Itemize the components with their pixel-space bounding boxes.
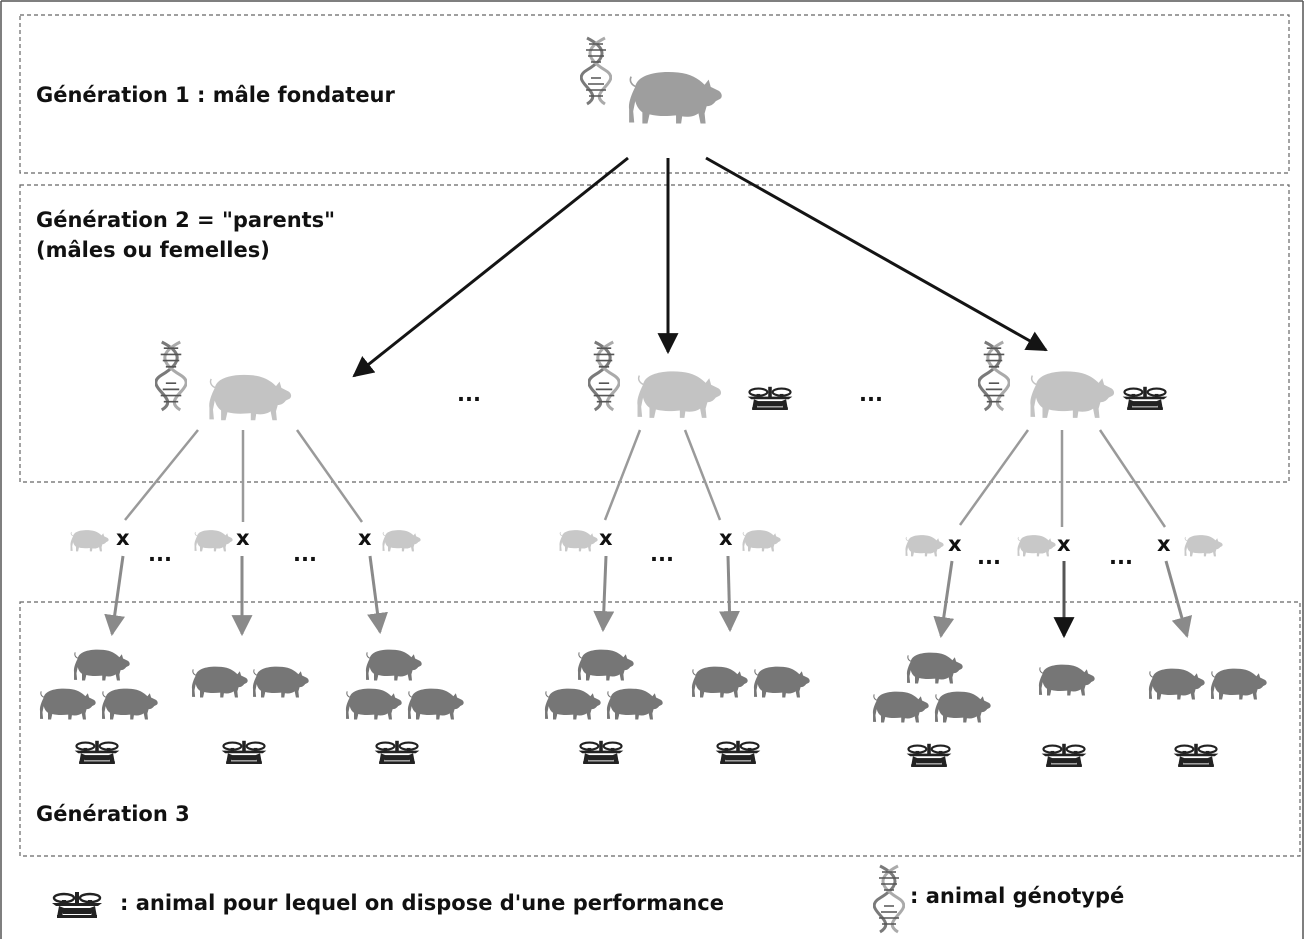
scale-icon [73, 739, 121, 765]
offspring-pig-icon [1210, 668, 1268, 701]
mate-pig-icon [1017, 534, 1056, 557]
scale-icon [746, 385, 794, 411]
mate-pig-icon [559, 529, 598, 552]
generation-3-label: Génération 3 [36, 802, 190, 826]
offspring-pig-icon [407, 688, 465, 721]
mate-pig-icon [194, 529, 233, 552]
cross-symbol: x [1157, 532, 1171, 556]
offspring-pig-icon [365, 649, 423, 682]
dna-helix-icon [580, 36, 612, 106]
scale-icon [1040, 742, 1088, 768]
dna-helix-icon [978, 340, 1010, 412]
scale-icon [1172, 742, 1220, 768]
offspring-pig-icon [906, 652, 964, 685]
generation-2-sublabel: (mâles ou femelles) [36, 238, 270, 262]
ellipsis: ... [859, 382, 883, 406]
offspring-pig-icon [753, 666, 811, 699]
offspring-pig-icon [577, 649, 635, 682]
dna-helix-icon [588, 340, 620, 412]
offspring-pig-icon [872, 691, 930, 724]
generation-3-panel [19, 601, 1301, 857]
legend-genotyped-text: : animal génotypé [910, 884, 1125, 908]
generation-2-panel [19, 184, 1290, 483]
arrow-cross-to-litter-6 [933, 560, 955, 639]
dna-helix-icon [155, 340, 187, 412]
scale-icon [714, 739, 762, 765]
scale-icon [373, 739, 421, 765]
legend-dna-helix-icon [873, 864, 905, 934]
offspring-pig-icon [934, 691, 992, 724]
legend-performance-text: : animal pour lequel on dispose d'une pe… [120, 891, 724, 915]
ellipsis: ... [457, 382, 481, 406]
cross-symbol: x [358, 526, 372, 550]
offspring-pig-icon [345, 688, 403, 721]
line-parent3-to-cross3 [1098, 429, 1167, 528]
ellipsis: ... [148, 542, 172, 566]
ellipsis: ... [293, 542, 317, 566]
ellipsis: ... [1109, 545, 1133, 569]
founder-pig-icon [628, 71, 723, 125]
offspring-pig-icon [191, 666, 249, 699]
line-parent1-to-cross1 [124, 429, 199, 521]
scale-icon [1121, 385, 1169, 411]
arrow-cross-to-litter-4 [593, 555, 615, 633]
mate-pig-icon [742, 529, 781, 552]
line-parent2-to-cross1 [603, 429, 642, 521]
legend-scale-icon [50, 890, 104, 919]
parent-pig-icon [1029, 370, 1115, 419]
ellipsis: ... [977, 545, 1001, 569]
offspring-pig-icon [606, 688, 664, 721]
cross-symbol: x [719, 526, 733, 550]
cross-symbol: x [236, 526, 250, 550]
offspring-pig-icon [691, 666, 749, 699]
cross-symbol: x [116, 526, 130, 550]
arrow-cross-to-litter-8 [1164, 560, 1193, 639]
parent-pig-icon [208, 374, 292, 422]
line-parent2-to-cross2 [683, 429, 722, 521]
arrow-founder-to-parent-1 [352, 156, 629, 378]
scale-icon [905, 742, 953, 768]
generation-1-panel [19, 14, 1290, 174]
offspring-pig-icon [39, 688, 97, 721]
scale-icon [577, 739, 625, 765]
offspring-pig-icon [544, 688, 602, 721]
scale-icon [220, 739, 268, 765]
parent-pig-icon [636, 370, 722, 419]
cross-symbol: x [599, 526, 613, 550]
cross-symbol: x [1057, 532, 1071, 556]
mate-pig-icon [382, 529, 421, 552]
mate-pig-icon [1184, 534, 1223, 557]
offspring-pig-icon [1148, 668, 1206, 701]
generation-1-label: Génération 1 : mâle fondateur [36, 83, 395, 107]
line-parent3-to-cross1 [958, 429, 1030, 526]
offspring-pig-icon [101, 688, 159, 721]
arrow-cross-to-litter-3 [367, 555, 388, 635]
offspring-pig-icon [252, 666, 310, 699]
line-parent1-to-cross3 [295, 429, 364, 523]
arrow-cross-to-litter-5 [718, 555, 740, 633]
arrow-cross-to-litter-1 [104, 555, 126, 637]
generation-2-label: Génération 2 = "parents" [36, 208, 336, 232]
mate-pig-icon [70, 529, 109, 552]
ellipsis: ... [650, 542, 674, 566]
cross-symbol: x [948, 532, 962, 556]
offspring-pig-icon [1038, 664, 1096, 697]
arrow-founder-to-parent-3 [705, 156, 1048, 352]
mate-pig-icon [905, 534, 944, 557]
offspring-pig-icon [73, 649, 131, 682]
